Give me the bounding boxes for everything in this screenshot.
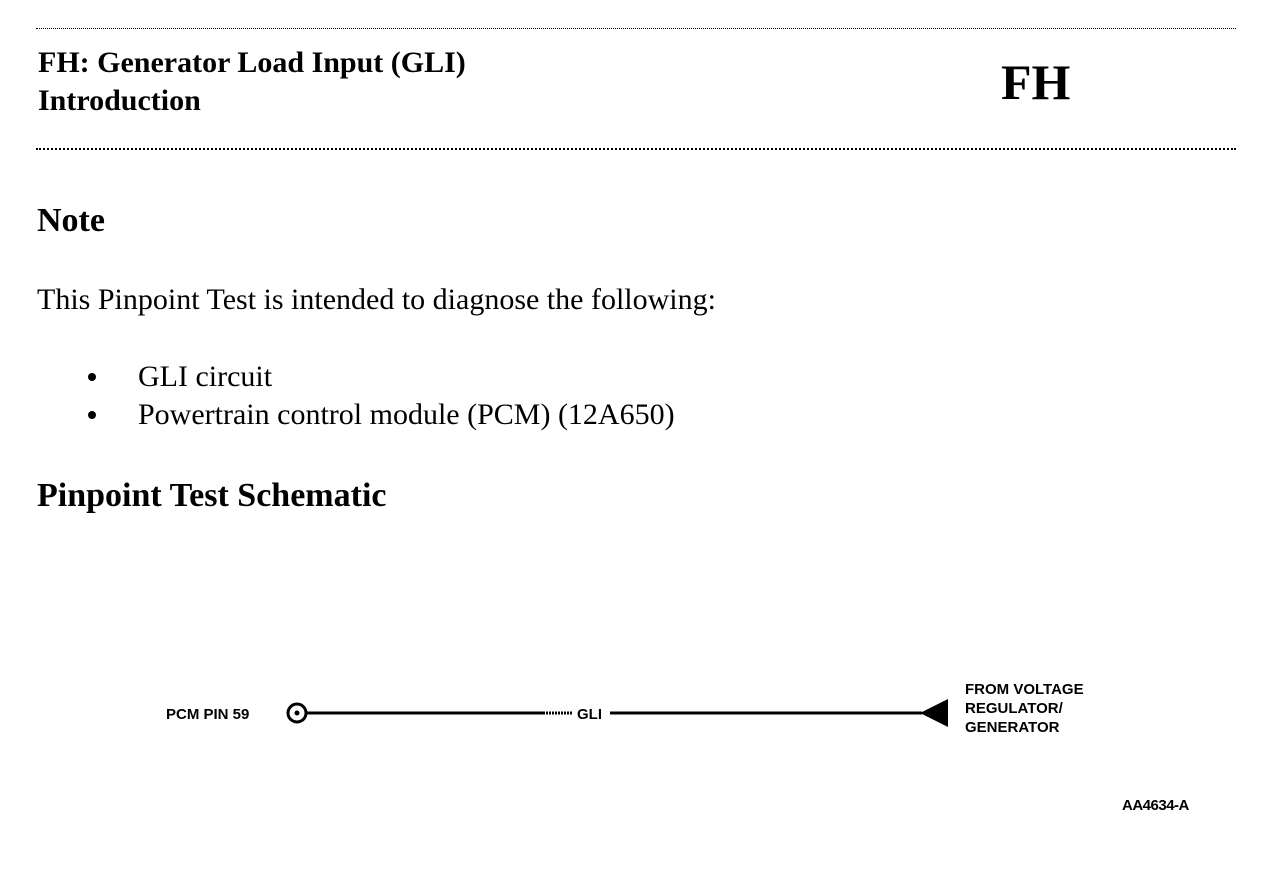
bullet-icon (88, 411, 96, 419)
section-code: FH (1001, 54, 1071, 110)
figure-id: AA4634-A (1122, 797, 1189, 814)
pcm-pin-label: PCM PIN 59 (166, 706, 249, 723)
source-label-line1: FROM VOLTAGE (965, 681, 1084, 698)
list-item-label: Powertrain control module (PCM) (12A650) (138, 398, 675, 431)
top-divider (36, 28, 1236, 29)
header-divider (36, 148, 1236, 150)
note-intro: This Pinpoint Test is intended to diagno… (37, 283, 716, 316)
page-title-line2: Introduction (38, 84, 201, 117)
pcm-pin-connector-center (294, 710, 300, 716)
source-label-line2: REGULATOR/ (965, 700, 1064, 717)
connector-arrow-icon (920, 699, 948, 727)
bullet-icon (88, 373, 96, 381)
page-title: FH: Generator Load Input (GLI) Introduct… (38, 44, 466, 120)
wire-label-gli: GLI (577, 706, 602, 723)
schematic-heading: Pinpoint Test Schematic (37, 477, 387, 514)
list-item-label: GLI circuit (138, 360, 273, 393)
page-title-line1: FH: Generator Load Input (GLI) (38, 46, 466, 79)
note-heading: Note (37, 202, 105, 239)
source-label-line3: GENERATOR (965, 719, 1060, 736)
